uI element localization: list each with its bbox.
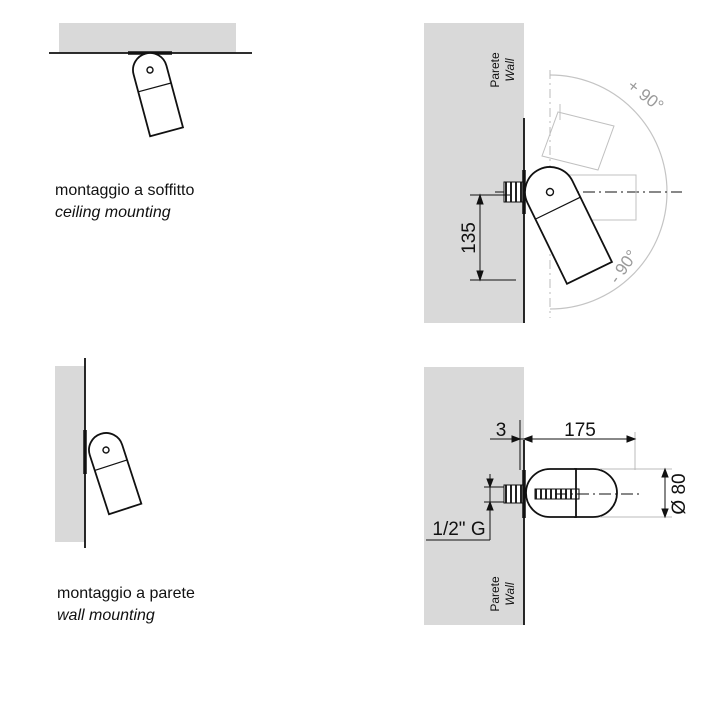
ceiling-slab	[59, 23, 236, 53]
wall-tag-en-top: Wall	[503, 58, 517, 81]
thread-label: 1/2" G	[432, 519, 485, 540]
wall-tag-it-bottom: Parete	[488, 576, 502, 612]
wall-section-top	[424, 23, 524, 323]
threaded-fitting	[503, 484, 525, 504]
lamp-body	[574, 468, 618, 518]
dimension-135	[470, 193, 516, 282]
ceiling-caption: montaggio a soffitto ceiling mounting	[55, 180, 194, 224]
dimension-thread	[426, 474, 504, 541]
pivot-screw-icon	[146, 66, 154, 74]
dimension-80	[600, 467, 672, 519]
wall-slab-left	[55, 366, 85, 542]
dim-135-label: 135	[459, 222, 480, 254]
ghost-positions	[541, 104, 637, 221]
ceiling-label-it: montaggio a soffitto	[55, 182, 195, 199]
dim-3-label: 3	[496, 420, 507, 441]
rotation-view: Parete Wall + 90° - 90° 135	[424, 23, 682, 323]
ceiling-mount-figure	[49, 23, 252, 138]
wall-caption: montaggio a parete wall mounting	[57, 583, 195, 627]
wall-tag-en-bottom: Wall	[503, 582, 517, 605]
wall-spotlight	[88, 432, 143, 516]
ceiling-spotlight	[132, 52, 185, 138]
wall-tag-it-top: Parete	[488, 52, 502, 88]
angle-minus-label: - 90°	[605, 247, 641, 287]
dimension-view: Parete Wall 3 175 Ø 80	[424, 367, 690, 625]
pivot-screw-icon	[102, 446, 110, 454]
wall-mount-figure	[55, 358, 143, 548]
rotated-spotlight	[524, 166, 614, 286]
dim-80-label: Ø 80	[669, 473, 690, 514]
angle-plus-label: + 90°	[624, 76, 668, 116]
ceiling-label-en: ceiling mounting	[55, 204, 171, 221]
pivot-screw-icon	[545, 187, 555, 197]
wall-label-it: montaggio a parete	[57, 585, 195, 602]
dim-175-label: 175	[564, 420, 596, 441]
threaded-fitting	[503, 181, 525, 203]
wall-label-en: wall mounting	[57, 607, 155, 624]
dimension-3-175	[490, 420, 637, 470]
